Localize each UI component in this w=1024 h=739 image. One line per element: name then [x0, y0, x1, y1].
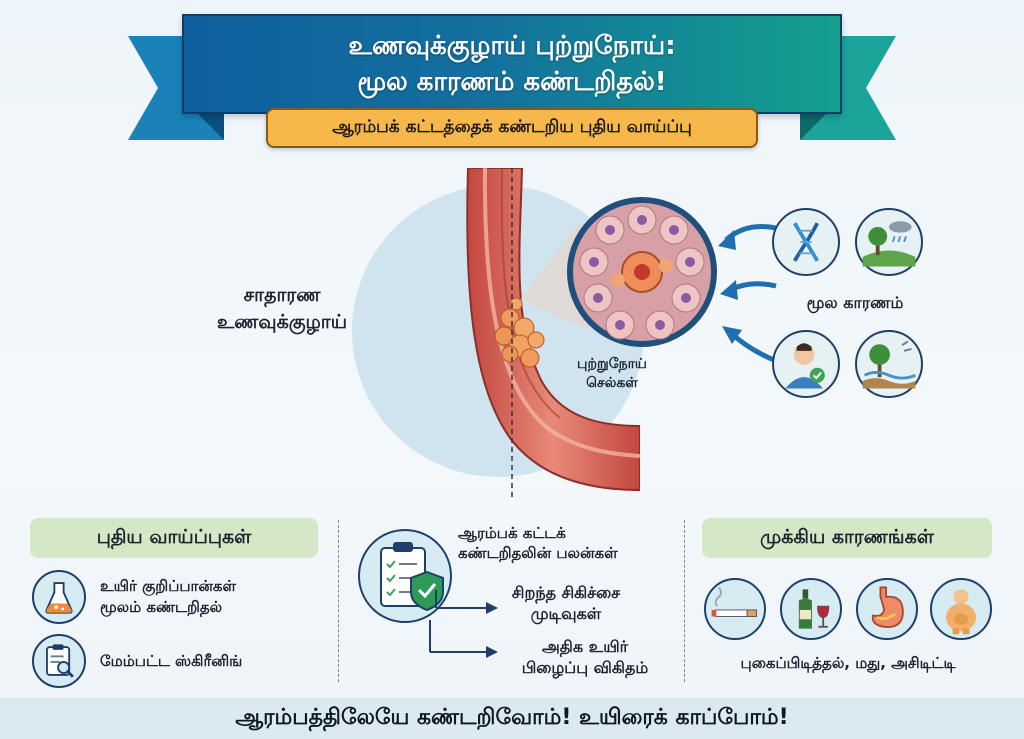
- stomach-icon: [856, 578, 918, 640]
- benefit-item-2: அதிக உயிர் பிழைப்பு விகிதம்: [521, 637, 649, 677]
- causes-heading: முக்கிய காரணங்கள்: [702, 518, 992, 558]
- esophagus-illustration: [466, 168, 640, 498]
- page-title-line2: மூல காரணம் கண்டறிதல்!: [357, 67, 667, 97]
- benefits-title: ஆரம்பக் கட்டக் கண்டறிதலின் பலன்கள்: [458, 524, 618, 562]
- cancer-cells-label: புற்றுநோய் செல்கள்: [577, 356, 647, 391]
- opportunity-item-1: உயிர் குறிப்பான்கள் மூலம் கண்டறிதல்: [100, 577, 237, 616]
- clipboard-shield-icon: [358, 529, 452, 623]
- dna-icon: [772, 208, 840, 276]
- root-cause-arrows: [718, 224, 777, 363]
- title-banner: உணவுக்குழாய் புற்றுநோய்: மூல காரணம் கண்ட…: [182, 14, 842, 114]
- page-title-line1: உணவுக்குழாய் புற்றுநோய்:: [348, 31, 676, 61]
- subtitle-banner: ஆரம்பக் கட்டத்தைக் கண்டறிய புதிய வாய்ப்ப…: [266, 108, 758, 148]
- polluted-environment-icon: [855, 330, 923, 398]
- divider-left: [338, 520, 339, 682]
- footer-slogan: ஆரம்பத்திலேயே கண்டறிவோம்! உயிரைக் காப்போ…: [0, 698, 1024, 739]
- benefit-item-1: சிறந்த சிகிச்சை முடிவுகள்: [511, 583, 621, 623]
- cigarette-icon: [704, 578, 766, 640]
- benefit-arrows: [429, 590, 498, 658]
- flask-icon: [32, 570, 86, 624]
- normal-esophagus-label: சாதாரண உணவுக்குழாய்: [216, 284, 348, 333]
- cell-magnifier: [520, 197, 717, 347]
- wine-bottle-icon: [780, 578, 842, 640]
- clipboard-search-icon: [32, 634, 86, 688]
- root-cause-label: மூல காரணம்: [806, 293, 904, 312]
- tree-rain-icon: [855, 208, 923, 276]
- divider-right: [684, 520, 685, 682]
- person-check-icon: [772, 330, 840, 398]
- opportunities-heading: புதிய வாய்ப்புகள்: [30, 518, 318, 558]
- opportunity-item-2: மேம்பட்ட ஸ்கிரீனிங்: [100, 652, 243, 670]
- cell-pattern: [579, 205, 705, 340]
- causes-text: புகைப்பிடித்தல், மது, அசிடிட்டி: [740, 654, 956, 672]
- obese-person-icon: [930, 578, 992, 640]
- tumor-cluster: [494, 297, 545, 368]
